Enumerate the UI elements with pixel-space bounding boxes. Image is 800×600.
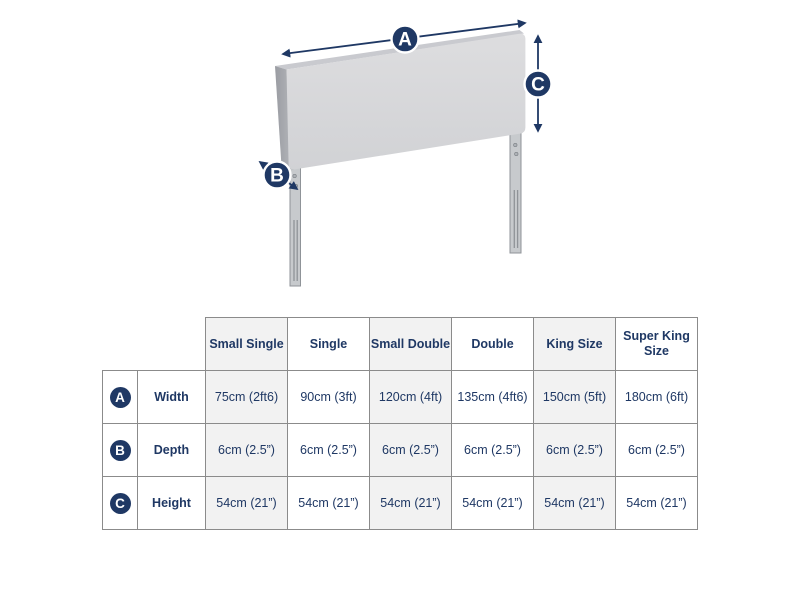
headboard-leg-right xyxy=(509,127,522,254)
table-cell: 6cm (2.5”) xyxy=(615,423,698,477)
height-row-badge: C xyxy=(109,492,131,514)
height-badge-letter: C xyxy=(531,75,545,96)
headboard-diagram: A B C xyxy=(258,19,553,287)
table-cell: 54cm (21”) xyxy=(533,476,616,530)
table-cell: 54cm (21”) xyxy=(287,476,370,530)
height-badge: C xyxy=(523,69,553,99)
table-cell: 6cm (2.5”) xyxy=(287,423,370,477)
depth-badge: B xyxy=(262,160,292,190)
dimensions-table: Small Single Single Small Double Double … xyxy=(102,317,698,530)
table-cell: 54cm (21”) xyxy=(615,476,698,530)
row-badge-cell: A xyxy=(102,370,138,424)
row-badge-cell: C xyxy=(102,476,138,530)
table-cell: 75cm (2ft6) xyxy=(205,370,288,424)
width-row-badge: A xyxy=(109,386,131,408)
table-cell: 6cm (2.5”) xyxy=(205,423,288,477)
table-cell: 90cm (3ft) xyxy=(287,370,370,424)
column-header-single: Single xyxy=(287,317,370,371)
row-label-width: Width xyxy=(137,370,206,424)
table-cell: 6cm (2.5”) xyxy=(369,423,452,477)
depth-badge-letter: B xyxy=(270,166,284,187)
table-cell: 135cm (4ft6) xyxy=(451,370,534,424)
column-header-small-double: Small Double xyxy=(369,317,452,371)
width-badge: A xyxy=(390,24,420,54)
row-label-depth: Depth xyxy=(137,423,206,477)
table-cell: 150cm (5ft) xyxy=(533,370,616,424)
column-header-super-king-size: Super King Size xyxy=(615,317,698,371)
table-cell: 180cm (6ft) xyxy=(615,370,698,424)
table-row-height: C Height 54cm (21”) 54cm (21”) 54cm (21”… xyxy=(102,476,698,530)
row-label-height: Height xyxy=(137,476,206,530)
column-header-double: Double xyxy=(451,317,534,371)
table-cell: 54cm (21”) xyxy=(369,476,452,530)
headboard-leg-left xyxy=(289,162,301,287)
table-cell: 6cm (2.5”) xyxy=(533,423,616,477)
empty-corner-cell xyxy=(102,317,206,371)
table-cell: 6cm (2.5”) xyxy=(451,423,534,477)
table-row-depth: B Depth 6cm (2.5”) 6cm (2.5”) 6cm (2.5”)… xyxy=(102,423,698,477)
table-cell: 54cm (21”) xyxy=(205,476,288,530)
header-row: Small Single Single Small Double Double … xyxy=(102,317,698,371)
table-row-width: A Width 75cm (2ft6) 90cm (3ft) 120cm (4f… xyxy=(102,370,698,424)
column-header-king-size: King Size xyxy=(533,317,616,371)
row-badge-cell: B xyxy=(102,423,138,477)
width-badge-letter: A xyxy=(398,30,412,51)
depth-row-badge: B xyxy=(109,439,131,461)
table-cell: 120cm (4ft) xyxy=(369,370,452,424)
table-cell: 54cm (21”) xyxy=(451,476,534,530)
column-header-small-single: Small Single xyxy=(205,317,288,371)
